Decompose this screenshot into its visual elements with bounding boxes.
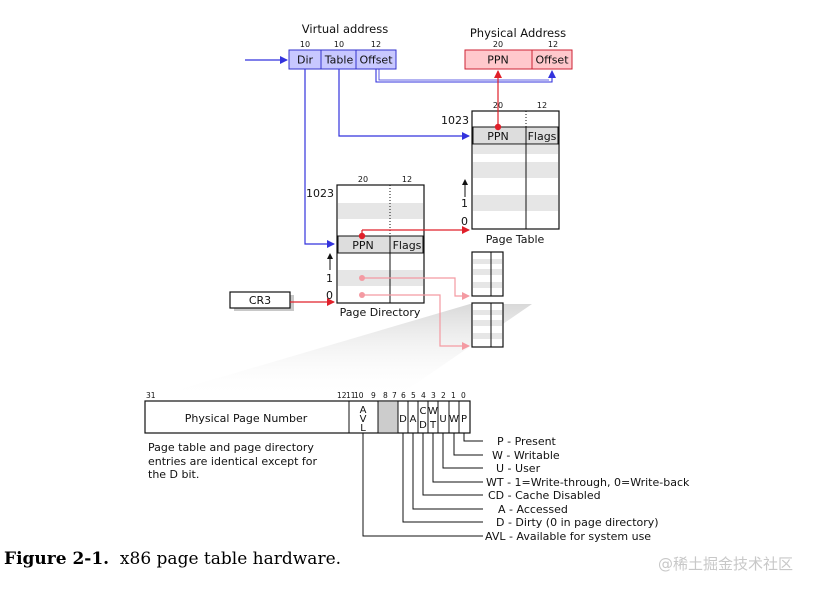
entry-bit-labels-b3: 3 (431, 391, 436, 400)
va-offset-label: Offset (359, 54, 393, 67)
entry-bit-labels-b0: 0 (461, 391, 466, 400)
pt-index-1: 1 (461, 197, 468, 210)
small-page-table-lower (471, 302, 504, 348)
legend-wt: WT - 1=Write-through, 0=Write-back (486, 476, 690, 489)
entry-bit-labels-b11: 11 (346, 391, 356, 400)
entry-wt-0: W (428, 406, 438, 417)
pt-index-1023: 1023 (441, 114, 469, 127)
figure-number: Figure 2-1. (4, 549, 110, 569)
table-index-arrow (338, 69, 470, 140)
entry-wt-1: T (429, 420, 437, 431)
arrows (245, 56, 556, 350)
va-table-label: Table (324, 54, 354, 67)
entry-d: D (399, 414, 407, 425)
physical-address: Physical Address 20 12 PPN Offset (464, 26, 573, 70)
legend-d: D - Dirty (0 in page directory) (496, 516, 659, 529)
page-table: 20 12 PPN Flags 1023 1 0 Page Table (441, 101, 560, 246)
pd-index-0: 0 (326, 289, 333, 302)
pt-ppn-label: PPN (487, 130, 509, 143)
entry-bit-labels-b7: 7 (392, 391, 397, 400)
legend-cd: CD - Cache Disabled (488, 489, 601, 502)
entry-u: U (439, 414, 446, 425)
entry-bit-labels-b10: 10 (354, 391, 364, 400)
dir-index-arrow (304, 69, 335, 248)
entry-a: A (410, 414, 417, 425)
entry-ppn-label: Physical Page Number (185, 412, 308, 425)
entry-note: Page table and page directory entries ar… (148, 441, 317, 482)
entry-avl-1: V (360, 414, 367, 425)
cr3-register: CR3 (229, 291, 294, 311)
watermark: @稀土掘金技术社区 (658, 555, 794, 573)
legend-p: P - Present (497, 435, 557, 448)
cr3-label: CR3 (249, 294, 271, 307)
virtual-address-title: Virtual address (302, 22, 388, 36)
pd-flags-label: Flags (393, 239, 422, 252)
pd-index-1: 1 (326, 272, 333, 285)
note-line: the D bit. (148, 468, 200, 481)
legend-w: W - Writable (492, 449, 560, 462)
entry-format: 31 12 11 10 9 8 7 6 5 4 3 2 1 0 Physical… (144, 391, 690, 543)
entry-bit-labels-b9: 9 (371, 391, 376, 400)
pa-offset-bits: 12 (548, 40, 558, 49)
entry-bit-labels-b6: 6 (401, 391, 406, 400)
entry-bit-labels-b1: 1 (451, 391, 456, 400)
entry-bit-labels-b5: 5 (411, 391, 416, 400)
pa-ppn-bits: 20 (493, 40, 503, 49)
va-box (288, 49, 397, 70)
va-dir-bits: 10 (300, 40, 310, 49)
figure-text: x86 page table hardware. (119, 549, 342, 569)
pa-box (464, 49, 573, 70)
pd-ppn-bits: 20 (358, 175, 368, 184)
entry-w: W (449, 414, 459, 425)
legend-avl: AVL - Available for system use (485, 530, 651, 543)
entry-avl-2: L (360, 423, 366, 434)
entry-bit-labels-b31: 31 (146, 391, 156, 400)
entry-box (144, 400, 471, 434)
entry-p: P (461, 414, 467, 425)
entry-avl-0: A (360, 405, 367, 416)
pt-flags-bits: 12 (537, 101, 547, 110)
page-directory: 20 12 PPN Flags 1023 1 0 Page Directory (306, 175, 425, 319)
virtual-address: Virtual address 10 10 12 Dir Table Offse… (288, 22, 397, 70)
va-offset-bits: 12 (371, 40, 381, 49)
pd-title: Page Directory (340, 306, 421, 319)
pd-index-1023: 1023 (306, 187, 334, 200)
va-dir-label: Dir (297, 54, 314, 67)
pa-offset-label: Offset (535, 54, 569, 67)
pt-index-0: 0 (461, 215, 468, 228)
entry-cd-1: D (419, 420, 427, 431)
entry-bit-labels-b4: 4 (421, 391, 426, 400)
pa-ppn-label: PPN (487, 54, 509, 67)
legend-a: A - Accessed (498, 503, 568, 516)
note-line: entries are identical except for (148, 454, 318, 468)
pd-flags-bits: 12 (402, 175, 412, 184)
entry-cd-0: C (420, 406, 427, 417)
physical-address-title: Physical Address (470, 26, 566, 40)
entry-bit-labels-b2: 2 (441, 391, 446, 400)
entry-bit-labels-b12: 12 (337, 391, 347, 400)
offset-copy-line (375, 69, 556, 83)
note-line: Page table and page directory (148, 441, 314, 454)
pd-entry1-arrow (362, 277, 470, 300)
pd-entry0-arrow (362, 294, 470, 350)
zoom-shade (150, 304, 532, 398)
va-table-bits: 10 (334, 40, 344, 49)
entry-bit-labels-b8: 8 (383, 391, 388, 400)
legend-u: U - User (496, 462, 541, 475)
pd-ppn-label: PPN (352, 239, 374, 252)
figure-caption: Figure 2-1. x86 page table hardware. (4, 549, 341, 569)
small-page-table-upper (471, 251, 504, 297)
pt-title: Page Table (486, 233, 545, 246)
pt-flags-label: Flags (528, 130, 557, 143)
